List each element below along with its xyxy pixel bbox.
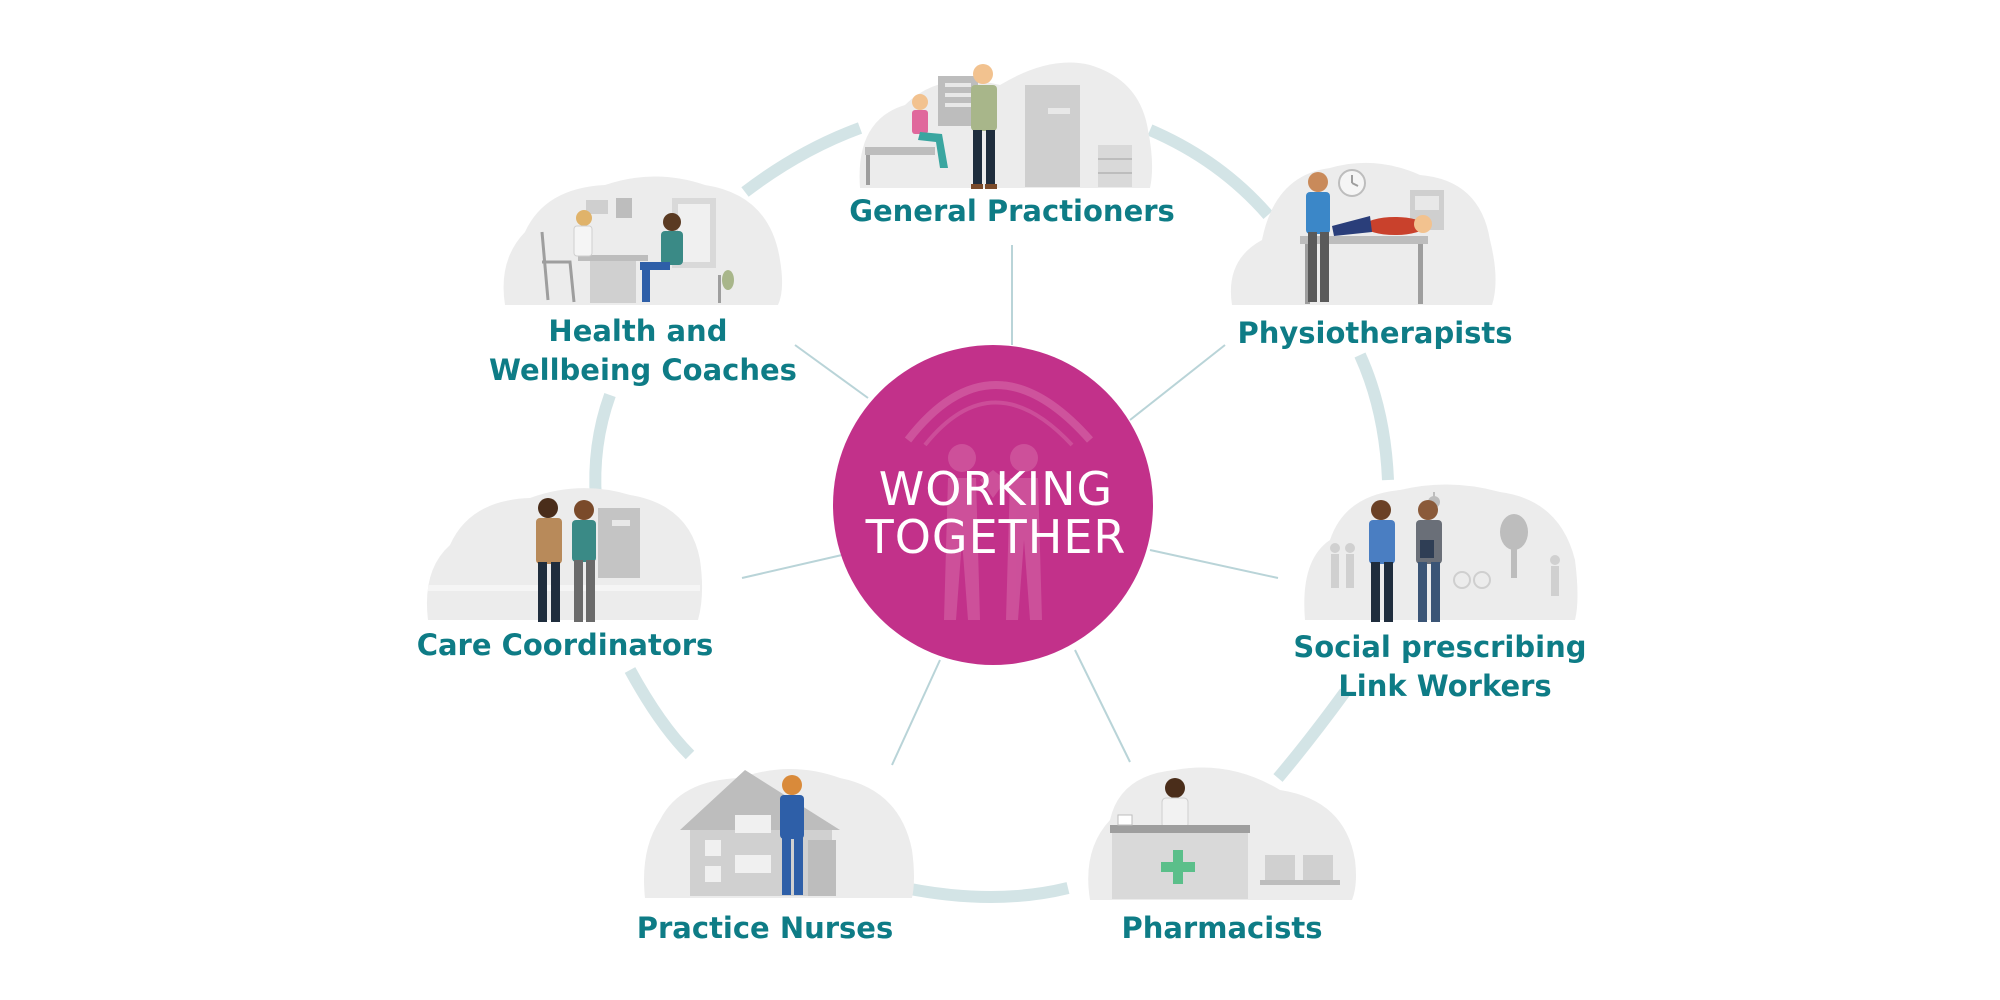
ring-arc-top-right: [1147, 124, 1273, 219]
nurse-label-line1: Practice Nurses: [637, 911, 893, 945]
ring-arc-left: [589, 392, 616, 501]
gp-label-line1: General Practioners: [849, 194, 1175, 228]
outer-ring: [589, 122, 1394, 903]
ring-arc-right: [1354, 352, 1394, 481]
center-figures-icon: [944, 444, 1042, 620]
coach-label-line2: Wellbeing Coaches: [489, 353, 797, 387]
pharmacist-scene-illustration: [1110, 778, 1340, 899]
role-gp: General Practioners: [849, 62, 1175, 228]
role-nurse: Practice Nurses: [637, 769, 914, 945]
connector-physio: [1129, 344, 1226, 421]
role-coach: Health and Wellbeing Coaches: [489, 176, 797, 387]
gp-label: General Practioners: [849, 194, 1175, 228]
coach-label-line1: Health and: [548, 314, 727, 348]
center-title-line1: WORKING: [879, 462, 1113, 516]
center-arch-inner: [923, 400, 1074, 447]
center-hub: WORKING TOGETHER: [833, 345, 1153, 665]
nurse-scene-illustration: [680, 770, 840, 896]
role-social: Social prescribing Link Workers: [1293, 484, 1596, 703]
role-pharmacist: Pharmacists: [1088, 767, 1356, 945]
ring-arc-bottom-right: [1273, 688, 1350, 782]
care-label-line1: Care Coordinators: [417, 628, 714, 662]
ring-arc-top-left: [741, 122, 863, 197]
pharmacist-label: Pharmacists: [1121, 911, 1322, 945]
physio-scene-illustration: [1300, 169, 1444, 304]
ring-arc-bottom: [903, 882, 1070, 903]
connector-care: [741, 554, 843, 579]
role-care: Care Coordinators: [417, 488, 714, 662]
connectors: [741, 245, 1279, 766]
social-scene-illustration: [1330, 492, 1560, 622]
social-label: Social prescribing Link Workers: [1293, 630, 1596, 703]
nurse-label: Practice Nurses: [637, 911, 893, 945]
connector-nurse: [891, 659, 941, 766]
care-scene-background: [426, 488, 703, 620]
connector-pharmacist: [1074, 649, 1131, 763]
center-title-line2: TOGETHER: [865, 510, 1127, 564]
connector-coach: [794, 344, 869, 399]
gp-scene-illustration: [865, 64, 1132, 189]
social-label-line2: Link Workers: [1338, 669, 1551, 703]
role-physio: Physiotherapists: [1230, 162, 1513, 350]
connector-social: [1149, 549, 1279, 579]
pharmacist-label-line1: Pharmacists: [1121, 911, 1322, 945]
physio-label-line1: Physiotherapists: [1237, 316, 1512, 350]
care-scene-illustration: [428, 498, 700, 622]
care-label: Care Coordinators: [417, 628, 714, 662]
physio-label: Physiotherapists: [1237, 316, 1512, 350]
ring-arc-bottom-left: [624, 667, 695, 760]
social-label-line1: Social prescribing: [1293, 630, 1586, 664]
coach-label: Health and Wellbeing Coaches: [489, 314, 797, 387]
center-arch: [904, 381, 1093, 443]
coach-scene-illustration: [540, 198, 734, 303]
